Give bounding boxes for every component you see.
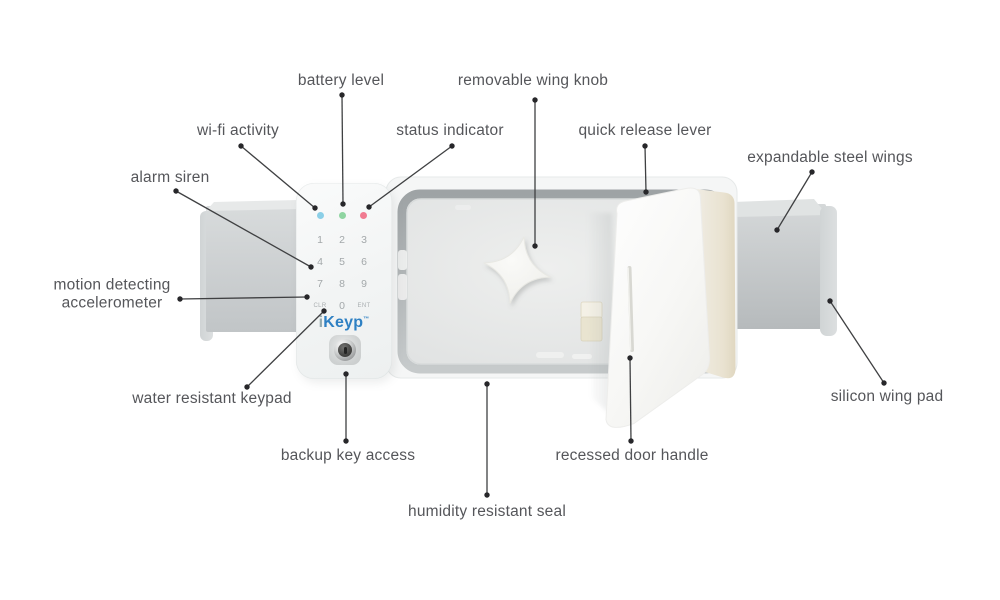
callout-label-status-indicator: status indicator xyxy=(396,121,504,139)
door-shadow xyxy=(586,212,617,420)
silicon-wing-pad-strip xyxy=(820,206,837,336)
key-7: 7 xyxy=(317,278,323,290)
callout-dot-wifi-activity xyxy=(238,143,244,149)
left-steel-wing xyxy=(200,200,299,341)
callout-line-motion-detecting-accelerometer xyxy=(179,296,308,300)
callout-dot-backup-key-access xyxy=(343,438,349,444)
callout-label-removable-wing-knob: removable wing knob xyxy=(457,71,609,89)
wifi-led xyxy=(317,212,324,219)
callout-label-wifi-activity: wi-fi activity xyxy=(196,121,280,139)
safe-body-shell xyxy=(385,176,738,379)
key-5: 5 xyxy=(339,256,345,268)
callout-line-recessed-door-handle xyxy=(629,357,632,442)
key-8: 8 xyxy=(339,278,345,290)
battery-led xyxy=(339,212,346,219)
callout-label-alarm-siren: alarm siren xyxy=(130,168,210,186)
key-0: 0 xyxy=(339,300,345,312)
callout-dot-removable-wing-knob xyxy=(532,243,538,249)
status-led xyxy=(360,212,367,219)
trademark-symbol: ™ xyxy=(363,316,370,323)
callout-label-water-resistant-keypad: water resistant keypad xyxy=(132,389,292,407)
key-1: 1 xyxy=(317,234,323,246)
callout-label-backup-key-access: backup key access xyxy=(280,446,416,464)
logo-name: Keyp xyxy=(323,314,364,331)
callout-label-humidity-resistant-seal: humidity resistant seal xyxy=(408,502,566,520)
safe-interior xyxy=(406,198,719,365)
interior-detail xyxy=(455,205,471,210)
callout-label-expandable-steel-wings: expandable steel wings xyxy=(747,148,913,166)
callout-label-recessed-door-handle: recessed door handle xyxy=(555,446,709,464)
key-3: 3 xyxy=(361,234,367,246)
callout-dot-expandable-steel-wings xyxy=(774,227,780,233)
callout-dot-humidity-resistant-seal xyxy=(484,492,490,498)
callout-dot-status-indicator xyxy=(449,143,455,149)
callout-line-alarm-siren xyxy=(175,190,312,268)
callout-line-silicon-wing-pad xyxy=(829,300,885,384)
callout-dot-recessed-door-handle xyxy=(627,355,633,361)
callout-dot-battery-level xyxy=(339,92,345,98)
key-2: 2 xyxy=(339,234,345,246)
left-wing-pad xyxy=(200,211,213,341)
callout-dot-quick-release-lever xyxy=(643,189,649,195)
keyhole-slot xyxy=(343,346,347,354)
recessed-handle-highlight xyxy=(627,267,632,351)
callout-label-motion-detecting-accelerometer: motion detecting accelerometer xyxy=(53,276,171,312)
callout-dot-recessed-door-handle xyxy=(628,438,634,444)
right-steel-wing xyxy=(733,199,837,336)
callout-dot-quick-release-lever xyxy=(642,143,648,149)
callout-dot-silicon-wing-pad xyxy=(827,298,833,304)
callout-label-battery-level: battery level xyxy=(297,71,385,89)
key-6: 6 xyxy=(361,256,367,268)
interior-detail xyxy=(572,354,592,359)
callout-dot-alarm-siren xyxy=(173,188,179,194)
led-row xyxy=(296,212,392,220)
interior-detail xyxy=(536,352,564,358)
callout-dot-water-resistant-keypad xyxy=(244,384,250,390)
safe-door xyxy=(605,187,710,428)
callout-dot-removable-wing-knob xyxy=(532,97,538,103)
key-9: 9 xyxy=(361,278,367,290)
interior-tab xyxy=(398,274,407,300)
key-4: 4 xyxy=(317,256,323,268)
callout-dot-silicon-wing-pad xyxy=(881,380,887,386)
humidity-seal-gasket xyxy=(397,189,728,374)
callout-dot-humidity-resistant-seal xyxy=(484,381,490,387)
interior-tab xyxy=(398,250,407,270)
brand-logo: iKeyp™ xyxy=(296,314,392,332)
callout-dot-motion-detecting-accelerometer xyxy=(177,296,183,302)
callout-label-silicon-wing-pad: silicon wing pad xyxy=(830,387,944,405)
left-wing-top-face xyxy=(206,200,299,211)
door-side-edge xyxy=(688,188,736,379)
door-latch xyxy=(580,301,603,342)
callout-line-quick-release-lever xyxy=(644,145,647,193)
callout-label-quick-release-lever: quick release lever xyxy=(578,121,712,139)
callout-line-expandable-steel-wings xyxy=(776,171,813,231)
key-clr: CLR xyxy=(313,303,327,309)
callout-dot-expandable-steel-wings xyxy=(809,169,815,175)
right-wing-top-face xyxy=(733,199,827,217)
recessed-handle-groove xyxy=(627,266,634,352)
key-ent: ENT xyxy=(357,303,371,309)
wing-knob xyxy=(483,236,551,304)
